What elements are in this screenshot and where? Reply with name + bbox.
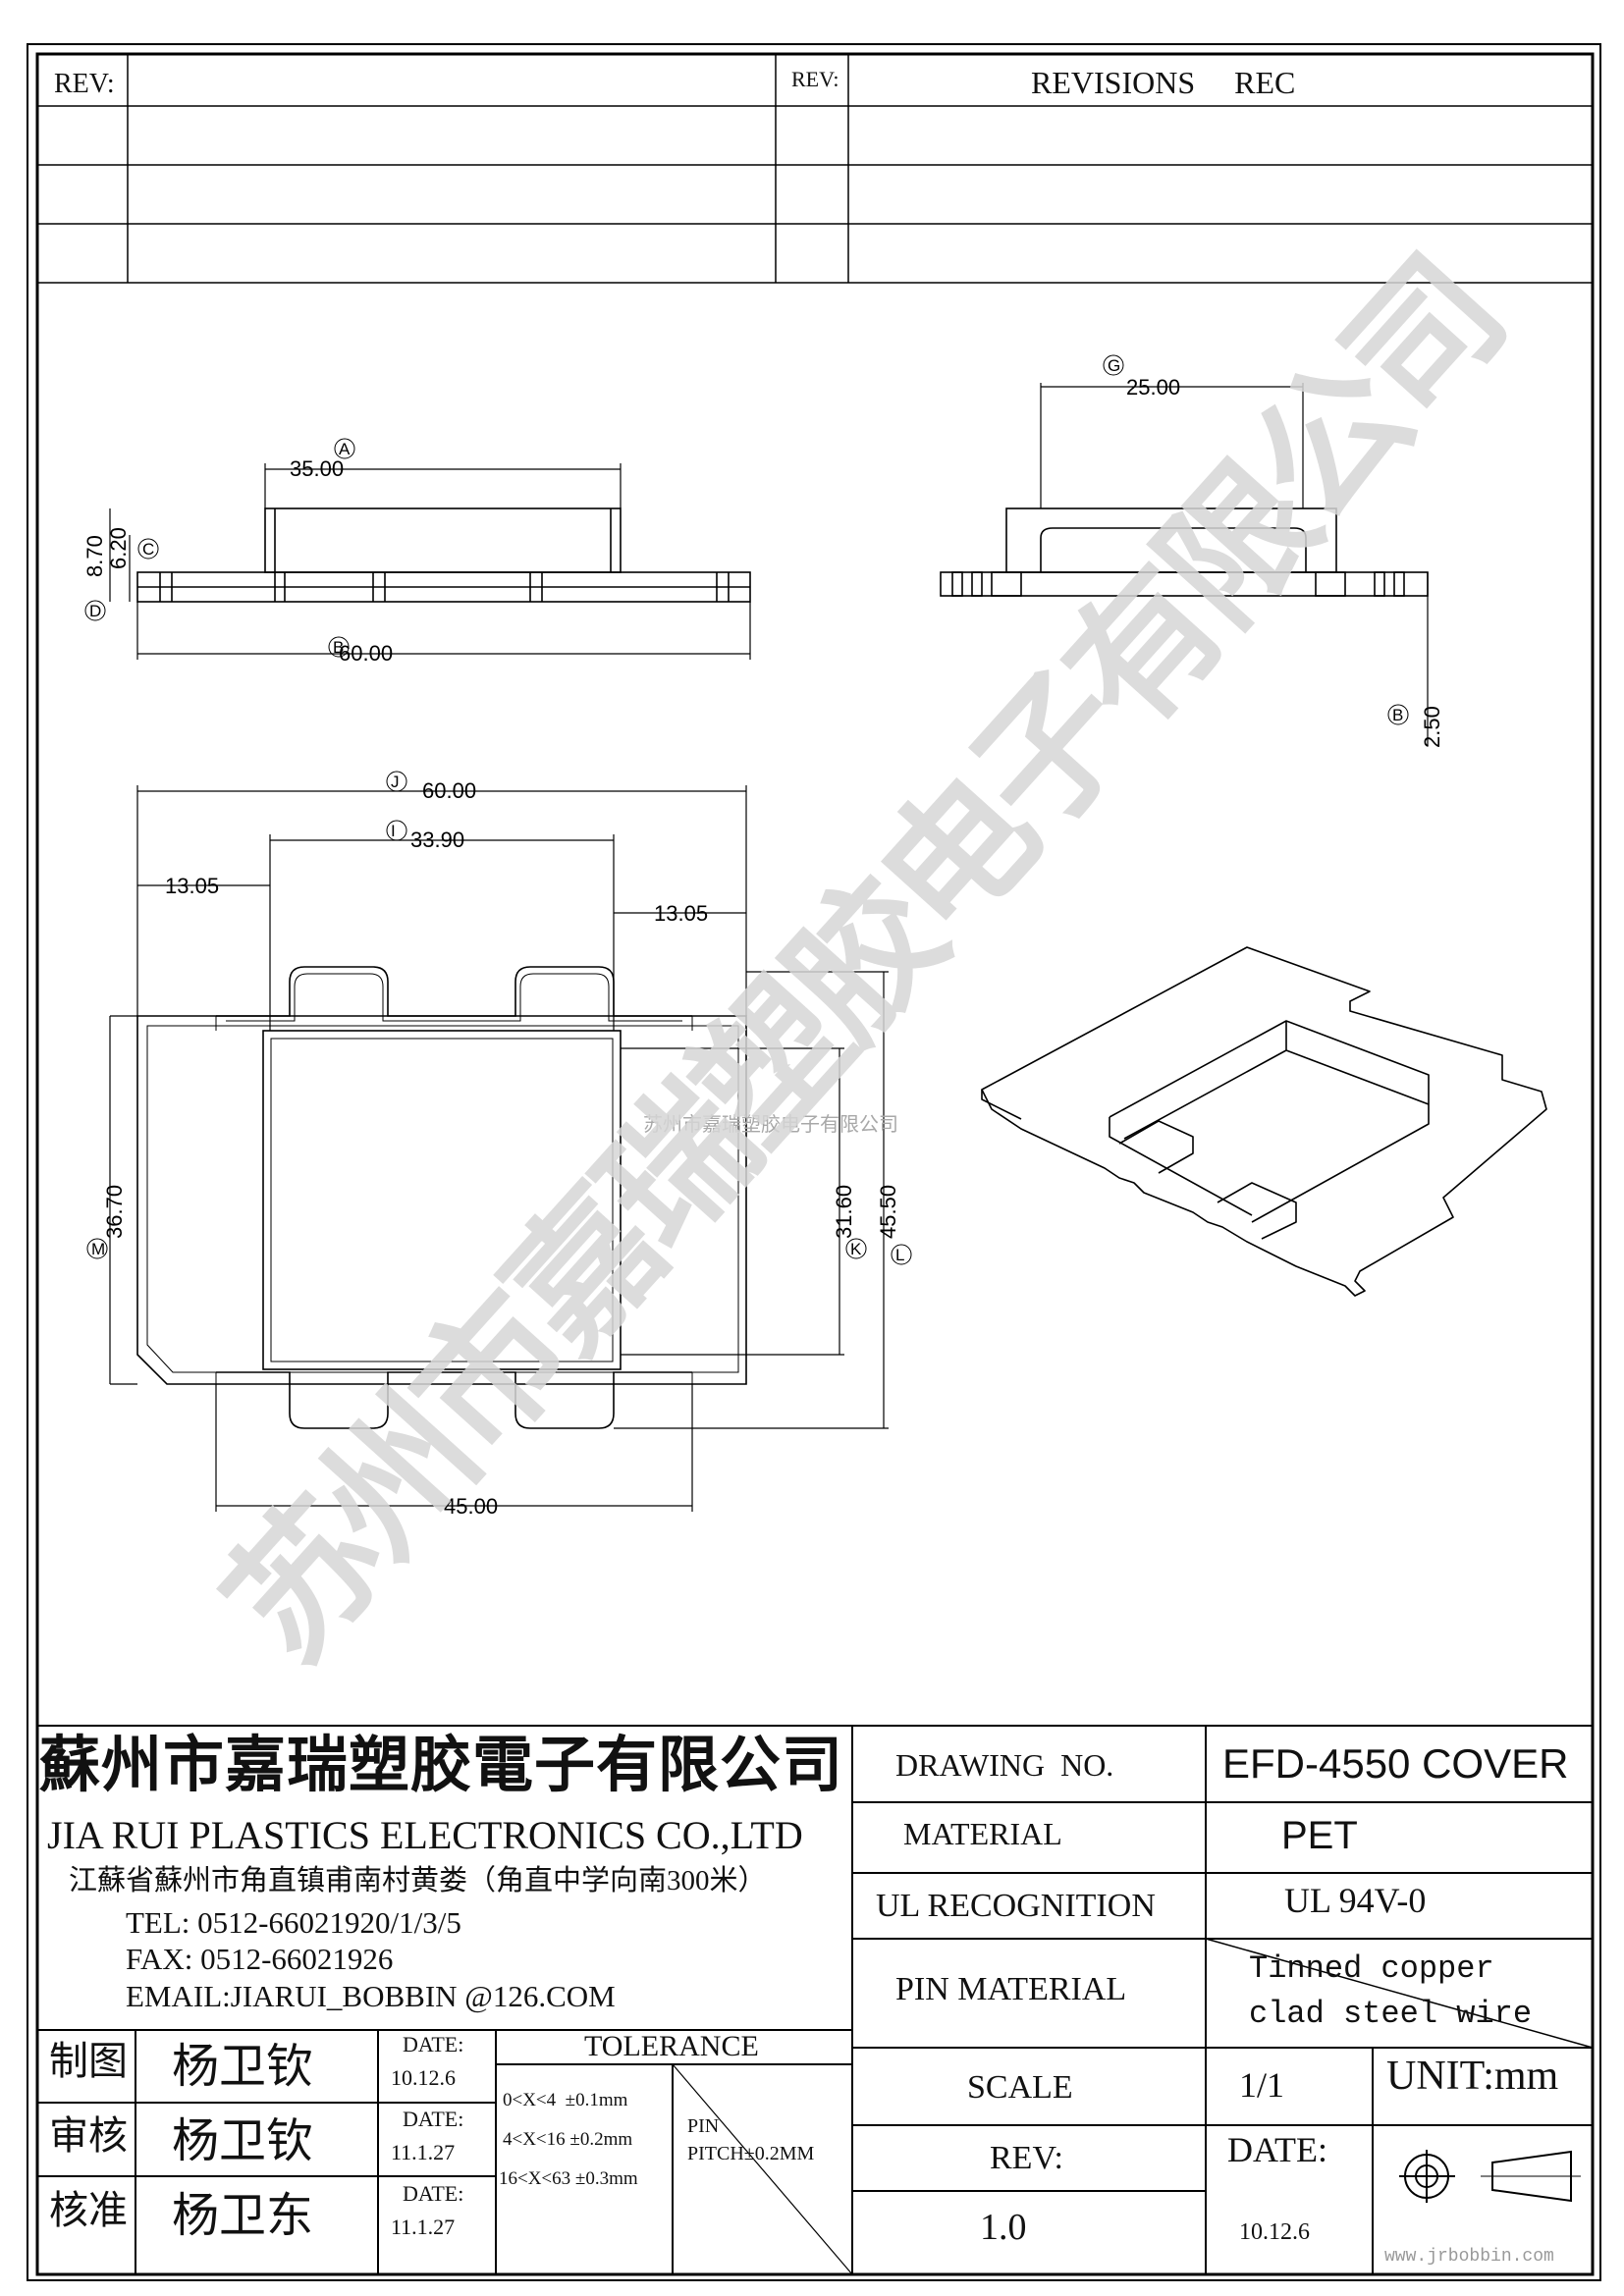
dim-j-label: J	[391, 773, 400, 791]
dimension-labels: 35.00 A 60.00 B 8.70 6.20 C D 25.00 G B …	[82, 354, 1444, 1519]
dim-i-value: 33.90	[410, 828, 464, 852]
rev-label-right: REV:	[791, 67, 839, 91]
pin-pitch-line-2: PITCH±0.2MM	[687, 2143, 815, 2164]
tolerance-row-3: 16<X<63 ±0.3mm	[499, 2168, 638, 2189]
website-watermark: www.jrbobbin.com	[1384, 2247, 1554, 2267]
dim-c-label: C	[142, 540, 154, 559]
scale-label: SCALE	[967, 2069, 1073, 2106]
dim-bottom-value: 45.00	[444, 1494, 498, 1519]
sign-name-draw: 杨卫钦	[172, 2041, 314, 2093]
dim-k-label: K	[850, 1240, 862, 1258]
sign-date-label-review: DATE:	[403, 2107, 464, 2131]
dim-i-label: I	[391, 822, 396, 840]
date-label: DATE:	[1227, 2130, 1327, 2169]
unit-label: UNIT:mm	[1386, 2054, 1559, 2099]
revision-table	[37, 54, 1593, 284]
dim-a-label: A	[339, 440, 351, 458]
dim-h2-value: 6.20	[106, 527, 131, 569]
dim-g-label: G	[1108, 356, 1120, 375]
ul-recognition-label: UL RECOGNITION	[876, 1888, 1156, 1924]
side-view	[109, 463, 751, 660]
dim-j-value: 60.00	[422, 778, 476, 803]
company-email: EMAIL:JIARUI_BOBBIN @126.COM	[126, 1979, 616, 2013]
scale-value: 1/1	[1239, 2065, 1285, 2105]
pin-material-value-2: clad steel wire	[1249, 1996, 1533, 2032]
pin-material-value-1: Tinned copper	[1249, 1950, 1494, 1987]
watermark-large: 苏州市嘉瑞塑胶电子有限公司	[192, 230, 1534, 1692]
rev-value: 1.0	[980, 2207, 1027, 2248]
pin-material-label: PIN MATERIAL	[895, 1971, 1127, 2007]
front-view	[940, 383, 1429, 746]
title-block-grid	[37, 1725, 1594, 2275]
drawing-no-label: DRAWING NO.	[895, 1747, 1114, 1783]
tolerance-row-2: 4<X<16 ±0.2mm	[503, 2129, 633, 2150]
material-value: PET	[1281, 1814, 1358, 1857]
sign-name-review: 杨卫钦	[172, 2115, 314, 2167]
isometric-view	[981, 946, 1547, 1297]
tolerance-row-1: 0<X<4 ±0.1mm	[503, 2090, 628, 2110]
revisions-header: REVISIONS REC	[1031, 65, 1296, 100]
rev-label-left: REV:	[54, 69, 115, 99]
watermark-small: 苏州市嘉瑞塑胶电子有限公司	[643, 1113, 898, 1136]
company-name-cn: 蘇州市嘉瑞塑胶電子有限公司	[39, 1733, 844, 1799]
sign-date-label-approve: DATE:	[403, 2181, 464, 2206]
rev-label: REV:	[990, 2140, 1063, 2176]
ul-recognition-value: UL 94V-0	[1284, 1881, 1427, 1920]
sign-date-review: 11.1.27	[391, 2140, 456, 2164]
dim-b2-value: 2.50	[1420, 706, 1444, 748]
dim-right-value: 13.05	[654, 901, 708, 926]
dim-b-value: 60.00	[339, 641, 393, 666]
dim-b-label: B	[333, 638, 344, 657]
dim-l-value: 45.50	[876, 1185, 900, 1239]
sign-date-approve: 11.1.27	[391, 2215, 456, 2239]
sign-date-draw: 10.12.6	[391, 2065, 456, 2090]
dim-m-value: 36.70	[102, 1185, 127, 1239]
company-address: 江蘇省蘇州市角直镇甫南村黄娄（角直中学向南300米）	[69, 1865, 767, 1896]
drawing-no-value: EFD-4550 COVER	[1222, 1740, 1569, 1787]
dim-g-value: 25.00	[1126, 375, 1180, 400]
dim-left-value: 13.05	[165, 874, 219, 898]
material-label: MATERIAL	[903, 1816, 1062, 1851]
dim-d-label: D	[89, 602, 101, 620]
tolerance-title: TOLERANCE	[584, 2030, 759, 2062]
date-value: 10.12.6	[1239, 2219, 1310, 2245]
sign-role-approve: 核准	[49, 2188, 128, 2232]
pin-pitch-line-1: PIN	[687, 2115, 720, 2137]
sign-date-label-draw: DATE:	[403, 2032, 464, 2056]
sign-name-approve: 杨卫东	[172, 2190, 314, 2242]
dim-m-label: M	[91, 1240, 105, 1258]
sign-role-draw: 制图	[49, 2039, 128, 2083]
dim-h1-value: 8.70	[82, 535, 107, 577]
company-fax: FAX: 0512-66021926	[126, 1942, 394, 1976]
dim-k-value: 31.60	[832, 1185, 856, 1239]
dim-b2-label: B	[1392, 706, 1403, 724]
projection-symbol-icon	[1399, 2150, 1581, 2203]
company-tel: TEL: 0512-66021920/1/3/5	[126, 1905, 461, 1940]
company-name-en: JIA RUI PLASTICS ELECTRONICS CO.,LTD	[47, 1813, 803, 1857]
sign-role-review: 审核	[49, 2113, 128, 2158]
dim-a-value: 35.00	[290, 456, 344, 481]
dim-l-label: L	[895, 1246, 904, 1264]
top-view	[109, 785, 889, 1512]
